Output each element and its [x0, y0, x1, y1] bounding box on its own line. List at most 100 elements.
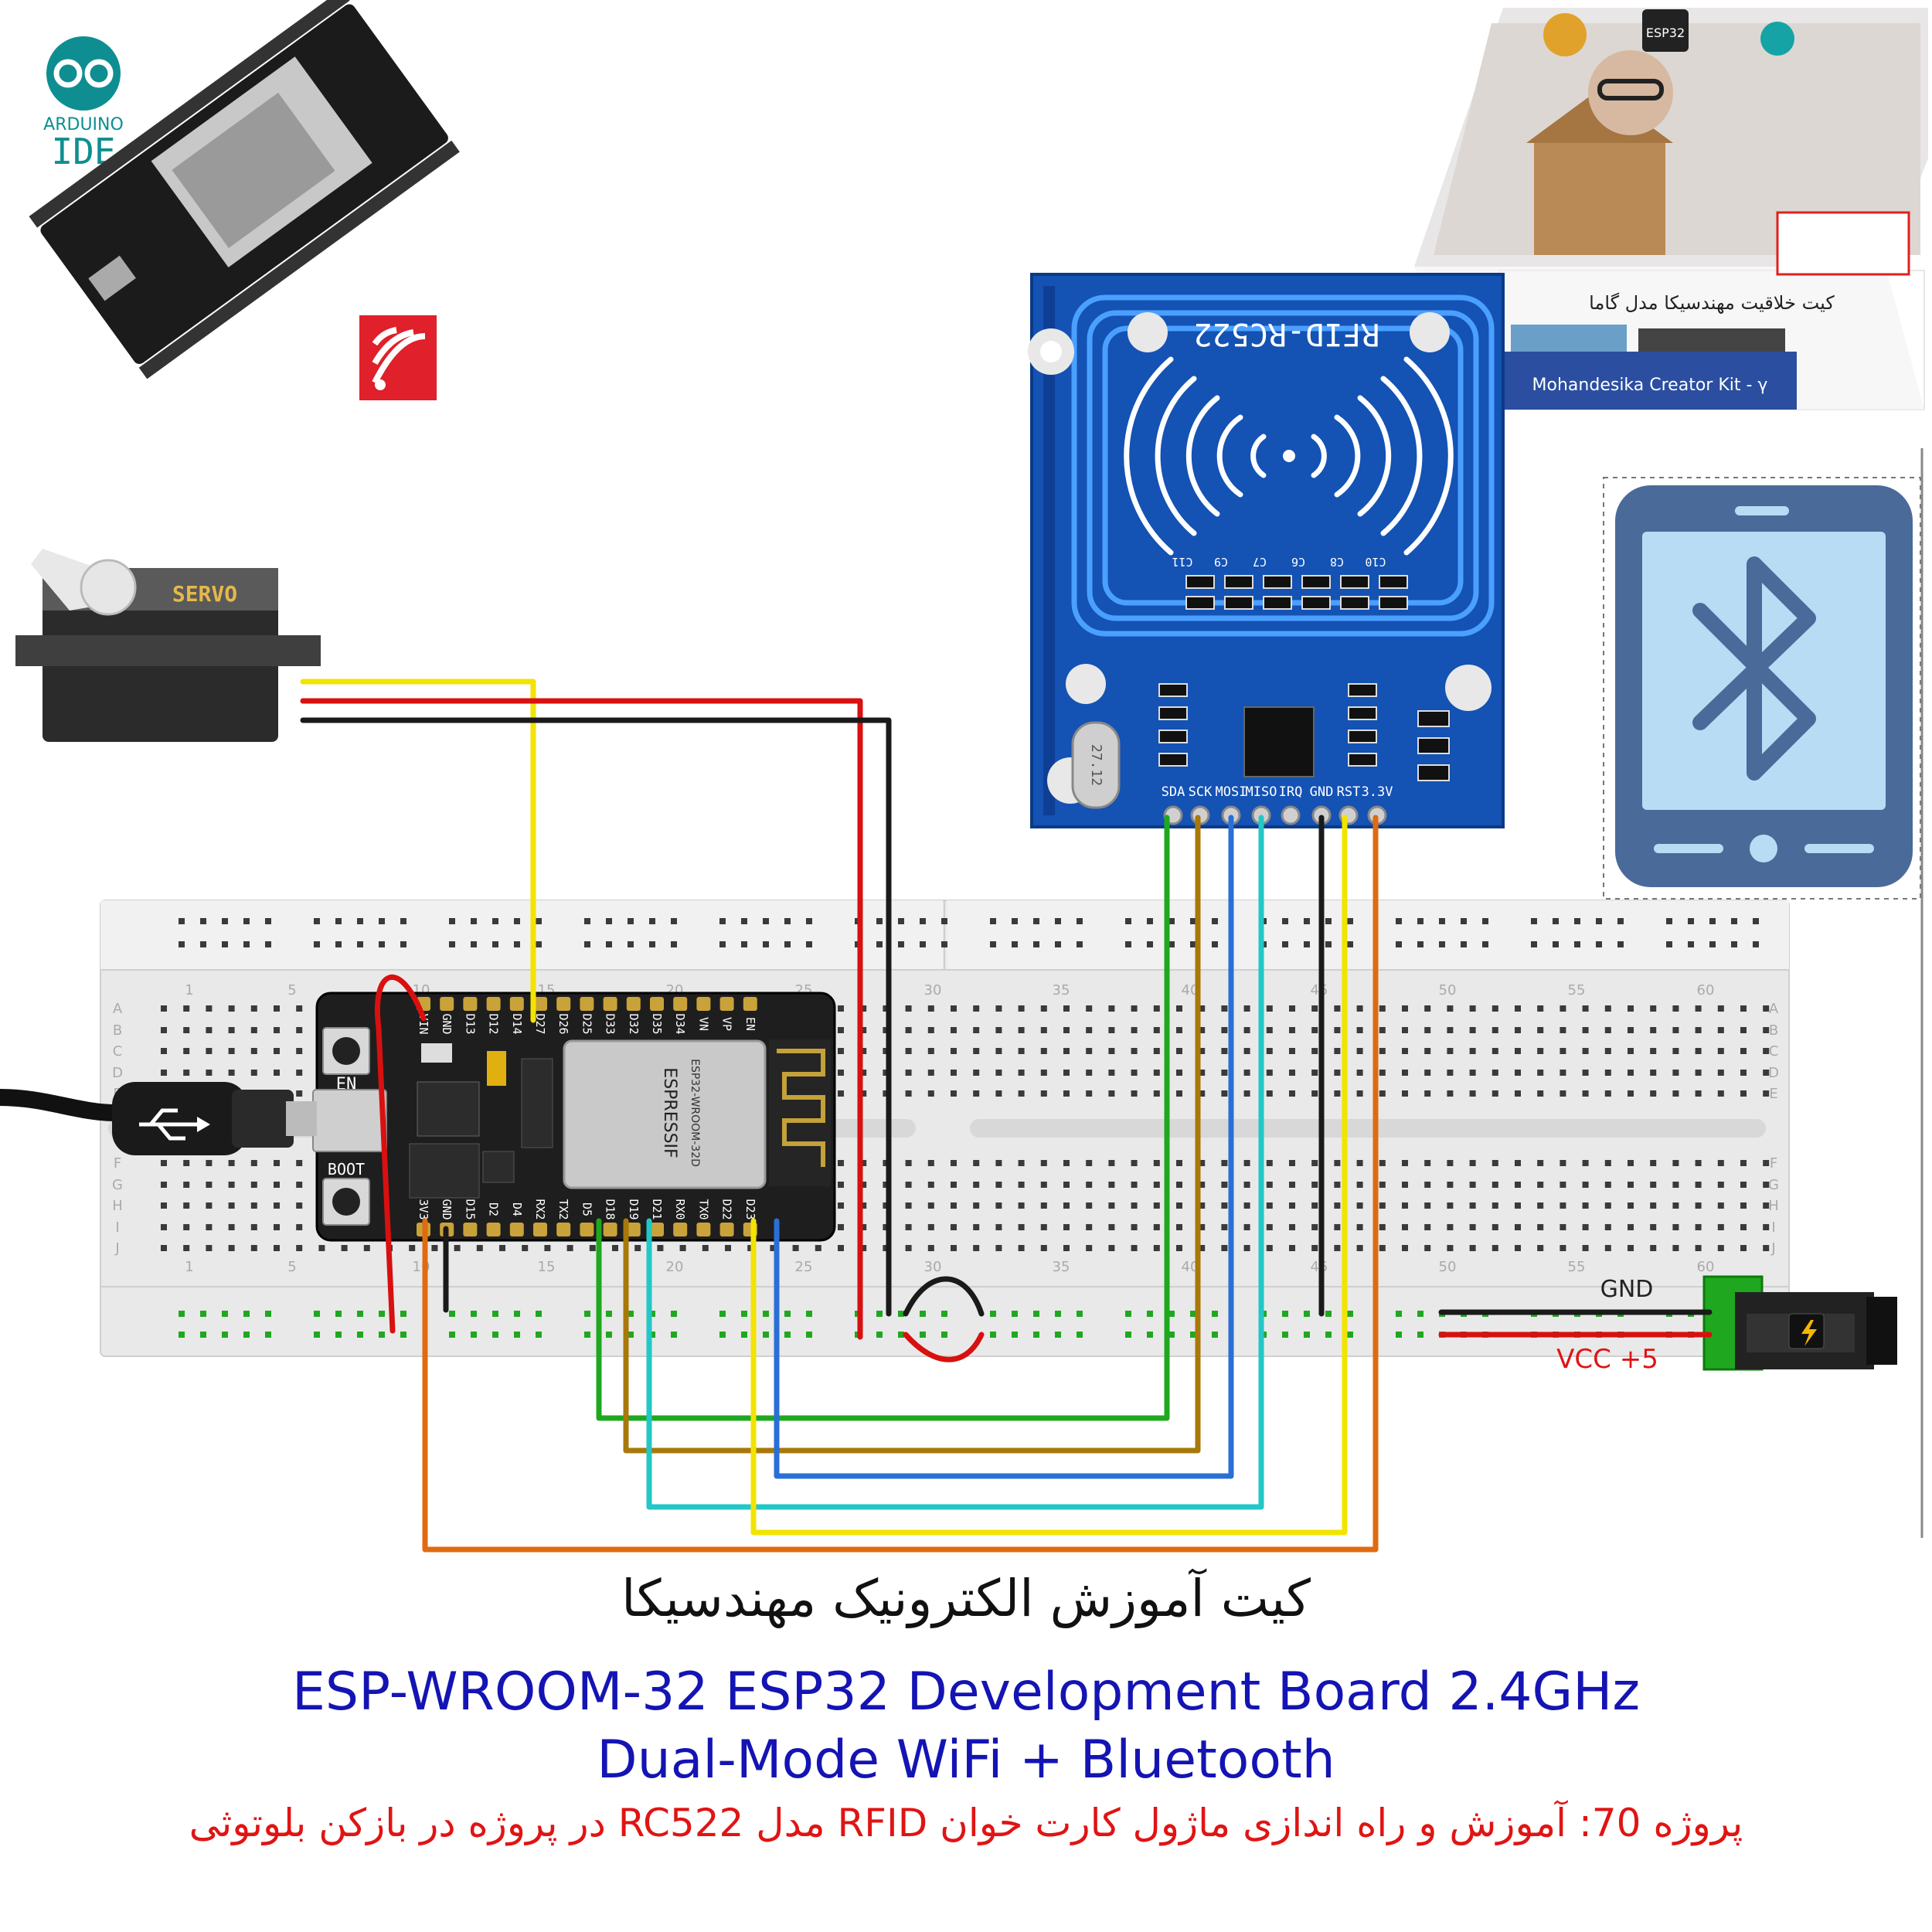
breadboard-hole	[883, 1245, 889, 1251]
rail-hole	[1531, 941, 1537, 947]
breadboard-hole	[1763, 1048, 1770, 1054]
row-label: J	[114, 1240, 119, 1257]
breadboard-hole	[1424, 1090, 1431, 1097]
breadboard-hole	[973, 1160, 980, 1166]
esp32-pin	[603, 997, 617, 1011]
breadboard-hole	[883, 1005, 889, 1012]
breadboard-hole	[1492, 1160, 1498, 1166]
breadboard-hole	[1108, 1224, 1115, 1230]
rail-hole	[265, 918, 271, 924]
breadboard-hole	[1153, 1048, 1160, 1054]
breadboard-hole	[1402, 1160, 1408, 1166]
breadboard-hole	[725, 1245, 731, 1251]
rail-hole	[357, 1332, 363, 1338]
gnd-label: GND	[1600, 1276, 1654, 1303]
breadboard-hole	[1243, 1005, 1250, 1012]
breadboard-hole	[296, 1048, 303, 1054]
breadboard-hole	[951, 1245, 957, 1251]
rail-hole	[941, 941, 947, 947]
breadboard-hole	[1266, 1160, 1273, 1166]
breadboard-hole	[1040, 1027, 1047, 1033]
wire-rfid-miso	[646, 815, 1264, 1510]
breadboard-hole	[1582, 1224, 1589, 1230]
rail-hole	[649, 1332, 655, 1338]
breadboard-hole	[860, 1182, 867, 1188]
rail-hole	[536, 1332, 542, 1338]
breadboard-hole	[1672, 1070, 1679, 1076]
row-label: A	[1769, 1001, 1779, 1017]
breadboard-hole	[1063, 1090, 1070, 1097]
esp32-pin	[626, 1223, 641, 1236]
breadboard-hole	[1695, 1070, 1702, 1076]
breadboard-hole	[1221, 1224, 1228, 1230]
breadboard-hole	[183, 1027, 190, 1033]
breadboard-hole	[250, 1027, 257, 1033]
breadboard-hole	[206, 1048, 213, 1054]
breadboard-hole	[1334, 1027, 1341, 1033]
rail-hole	[1212, 941, 1218, 947]
rail-hole	[941, 1332, 947, 1338]
row-label: I	[115, 1219, 119, 1236]
breadboard-hole	[183, 1202, 190, 1209]
breadboard-hole	[1650, 1202, 1657, 1209]
breadboard-hole	[1650, 1005, 1657, 1012]
row-label: I	[1771, 1219, 1775, 1236]
column-label: 5	[287, 982, 296, 998]
rail-hole	[1077, 918, 1083, 924]
rail-hole	[1596, 941, 1602, 947]
breadboard-hole	[1040, 1090, 1047, 1097]
breadboard-hole	[1131, 1182, 1138, 1188]
breadboard-hole	[1424, 1202, 1431, 1209]
breadboard-hole	[1356, 1027, 1363, 1033]
breadboard-hole	[747, 1245, 754, 1251]
rail-hole	[1304, 941, 1310, 947]
breadboard-hole	[883, 1090, 889, 1097]
rail-hole	[1012, 1332, 1018, 1338]
breadboard-hole	[1379, 1048, 1386, 1054]
breadboard-hole	[1176, 1027, 1182, 1033]
breadboard-hole	[1515, 1070, 1521, 1076]
breadboard-hole	[1086, 1070, 1093, 1076]
breadboard-hole	[1040, 1048, 1047, 1054]
breadboard-hole	[1199, 1160, 1206, 1166]
rail-hole	[671, 941, 677, 947]
rail-hole	[1325, 1311, 1332, 1317]
esp32-badge-text: ESP32	[1646, 26, 1685, 40]
breadboard-hole	[454, 1245, 461, 1251]
breadboard-hole	[1469, 1182, 1476, 1188]
rail-hole	[1304, 1332, 1310, 1338]
breadboard-hole	[1176, 1224, 1182, 1230]
column-label: 30	[924, 982, 942, 998]
rail-hole	[1731, 941, 1737, 947]
breadboard-hole	[1108, 1090, 1115, 1097]
breadboard-hole	[161, 1224, 167, 1230]
breadboard-hole	[296, 1182, 303, 1188]
rail-hole	[741, 1311, 747, 1317]
breadboard-hole	[1469, 1224, 1476, 1230]
bluetooth-icon	[1692, 556, 1816, 781]
breadboard-hole	[1018, 1182, 1025, 1188]
esp32-badge	[1642, 9, 1689, 52]
breadboard-hole	[1311, 1090, 1318, 1097]
breadboard-hole	[228, 1005, 235, 1012]
rail-hole	[876, 1332, 883, 1338]
breadboard-hole	[206, 1005, 213, 1012]
rail-hole	[1077, 941, 1083, 947]
rail-hole	[1753, 941, 1759, 947]
breadboard-hole	[1266, 1182, 1273, 1188]
breadboard-hole	[1763, 1027, 1770, 1033]
breadboard-hole	[838, 1245, 844, 1251]
rail-hole	[1347, 1311, 1353, 1317]
breadboard-hole	[1537, 1027, 1544, 1033]
rfid-smd-components	[1158, 575, 1450, 781]
crystal-label: 27.12	[1088, 744, 1104, 786]
breadboard-hole	[296, 1224, 303, 1230]
breadboard-hole	[1717, 1027, 1724, 1033]
breadboard-hole	[1469, 1048, 1476, 1054]
breadboard-hole	[1515, 1048, 1521, 1054]
rail-hole	[898, 1311, 904, 1317]
breadboard-hole	[1266, 1224, 1273, 1230]
breadboard-hole	[1311, 1202, 1318, 1209]
breadboard-hole	[1492, 1005, 1498, 1012]
esp32-pin-label: VN	[696, 1017, 710, 1031]
